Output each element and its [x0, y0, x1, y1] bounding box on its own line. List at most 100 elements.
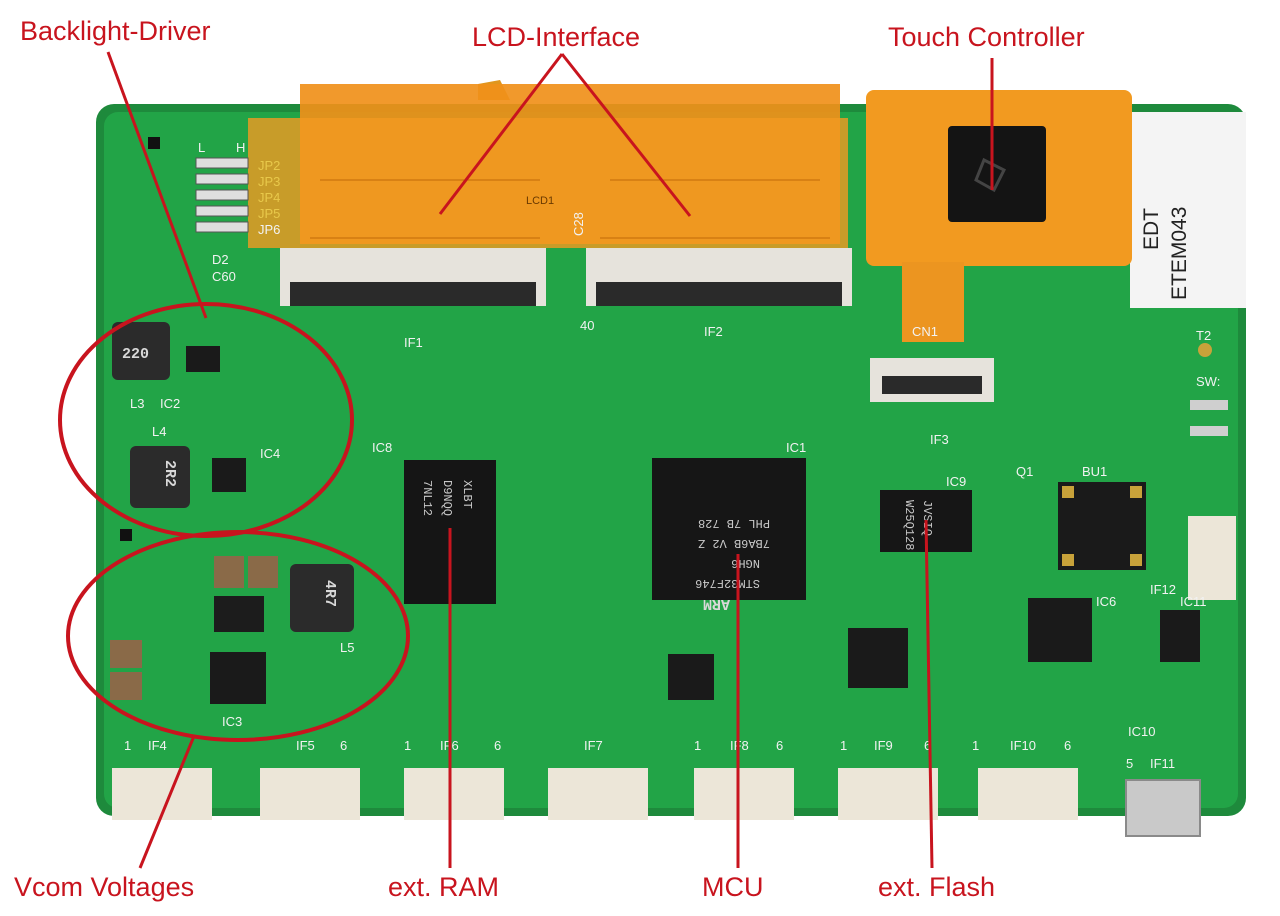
lcd-leader-right [560, 53, 692, 217]
ic2-label: IC2 [160, 396, 180, 411]
if3-label: IF3 [930, 432, 949, 447]
connector-if8 [694, 768, 794, 820]
ic4-label: IC4 [260, 446, 280, 461]
lcd1-label: LCD1 [526, 195, 554, 207]
mounting-hole-tl [148, 137, 160, 149]
ic9-label: IC9 [946, 474, 966, 489]
connector-if7 [548, 768, 648, 820]
l5-label: L5 [340, 640, 354, 655]
c60-label: C60 [212, 269, 236, 284]
flash-text-1: W25Q128 [902, 500, 916, 550]
ic6-label: IC6 [1096, 594, 1116, 609]
ic10-label: IC10 [1128, 724, 1155, 739]
vcom-leader [138, 735, 196, 869]
connector-if6 [404, 768, 504, 820]
backlight-driver-callout: Backlight-Driver [20, 16, 211, 46]
lcd-interface-callout: LCD-Interface [472, 22, 641, 52]
label-tape: EDT ETEM043 [1130, 112, 1246, 308]
ram-text-3: XLBT [460, 480, 474, 509]
ic11-label: IC11 [1180, 594, 1207, 609]
jp2-label: JP2 [258, 158, 280, 173]
mounting-hole-r [1198, 343, 1212, 357]
mcu-text-1: STM32F746 [695, 576, 760, 590]
inductor-4r7: 4R7 [321, 580, 338, 607]
ic8-label: IC8 [372, 440, 392, 455]
if6-pin6: 6 [494, 738, 501, 753]
q1-label: Q1 [1016, 464, 1033, 479]
connector-if12 [1188, 516, 1236, 600]
mounting-hole-ml [120, 529, 132, 541]
touch-flex-cable [866, 90, 1132, 342]
ic1-label: IC1 [786, 440, 806, 455]
mcu-text-3: 7BA6B V2 Z [698, 536, 770, 550]
lcd-flex-cable: LCD1 [248, 80, 848, 248]
lcd-leader-left [438, 53, 564, 215]
if8-pin1: 1 [694, 738, 701, 753]
mcu-callout: MCU [702, 872, 764, 902]
if9-pin1: 1 [840, 738, 847, 753]
jp3-label: JP3 [258, 174, 280, 189]
if5-label: IF5 [296, 738, 315, 753]
jp5-label: JP5 [258, 206, 280, 221]
usb-connector-if11 [1125, 779, 1201, 837]
touch-controller-callout: Touch Controller [888, 22, 1085, 52]
ext-ram-callout: ext. RAM [388, 872, 500, 902]
mcu-chip [652, 458, 806, 600]
vcom-ring [66, 530, 410, 742]
ram-text-1: 7NL12 [420, 480, 434, 516]
touch-connector: IF3 CN1 [870, 324, 994, 447]
inductor-2r2: 2R2 [161, 460, 178, 487]
tape-text-etem: ETEM043 [1168, 207, 1191, 300]
if2-label: IF2 [704, 324, 723, 339]
if4-pin1: 1 [124, 738, 131, 753]
bottom-connectors: IF4 IF5 IF6 IF7 IF8 IF9 IF10 1 6 1 6 1 6… [112, 738, 1201, 837]
sw-label: SW: [1196, 374, 1220, 389]
if11-label: IF11 [1150, 756, 1175, 771]
jp4-label: JP4 [258, 190, 280, 205]
if12-label: IF12 [1150, 582, 1176, 597]
c28-label: C28 [571, 212, 586, 236]
if2-pin40: 40 [580, 318, 594, 333]
jp6-label: JP6 [258, 222, 280, 237]
ic3-label: IC3 [222, 714, 242, 729]
l3-label: L3 [130, 396, 144, 411]
cn1-label: CN1 [912, 324, 938, 339]
inductor-l5 [290, 564, 354, 632]
if9-pin6: 6 [924, 738, 931, 753]
if6-pin1: 1 [404, 738, 411, 753]
ram-text-2: D9NQQ [440, 480, 454, 516]
backlight-ring [58, 302, 354, 538]
backlight-leader [106, 51, 208, 319]
ic4-chip [212, 458, 246, 492]
connector-if10 [978, 768, 1078, 820]
flash-leader [924, 519, 934, 869]
if1-label: IF1 [404, 335, 423, 350]
vcom-voltages-callout: Vcom Voltages [14, 872, 195, 902]
mcu: STM32F746 NGH6 7BA6B V2 Z PHL 7B 728 ARM… [652, 440, 806, 612]
mcu-text-4: PHL 7B 728 [698, 516, 770, 530]
connector-if5 [260, 768, 360, 820]
tape-text-edt: EDT [1140, 208, 1163, 250]
if11-pin5: 5 [1126, 756, 1133, 771]
ic2-chip [186, 346, 220, 372]
if10-label: IF10 [1010, 738, 1036, 753]
if8-pin6: 6 [776, 738, 783, 753]
jumper-area: JP2 JP3 JP4 JP5 JP6 L H D2 C60 [195, 140, 280, 284]
if4-label: IF4 [148, 738, 167, 753]
l4-label: L4 [152, 424, 166, 439]
vcom-area: 4R7 L5 IC3 [110, 556, 354, 729]
if9-label: IF9 [874, 738, 893, 753]
arm-logo: ARM [703, 595, 730, 612]
ic3-chip [210, 652, 266, 704]
backlight-area: 220 L3 IC2 L4 2R2 IC4 [112, 322, 280, 508]
flash-text-2: JVSIQ [920, 500, 934, 536]
d2-label: D2 [212, 252, 229, 267]
right-side-parts: BU1 Q1 SW: T2 IF12 IC6 IC10 IC11 [668, 328, 1236, 739]
lcd-connectors: IF1 IF2 40 C28 [280, 212, 852, 350]
bu1-label: BU1 [1082, 464, 1107, 479]
inductor-l4 [130, 446, 190, 508]
inductor-l3 [112, 322, 170, 380]
if7-label: IF7 [584, 738, 603, 753]
if10-pin6: 6 [1064, 738, 1071, 753]
if10-pin1: 1 [972, 738, 979, 753]
